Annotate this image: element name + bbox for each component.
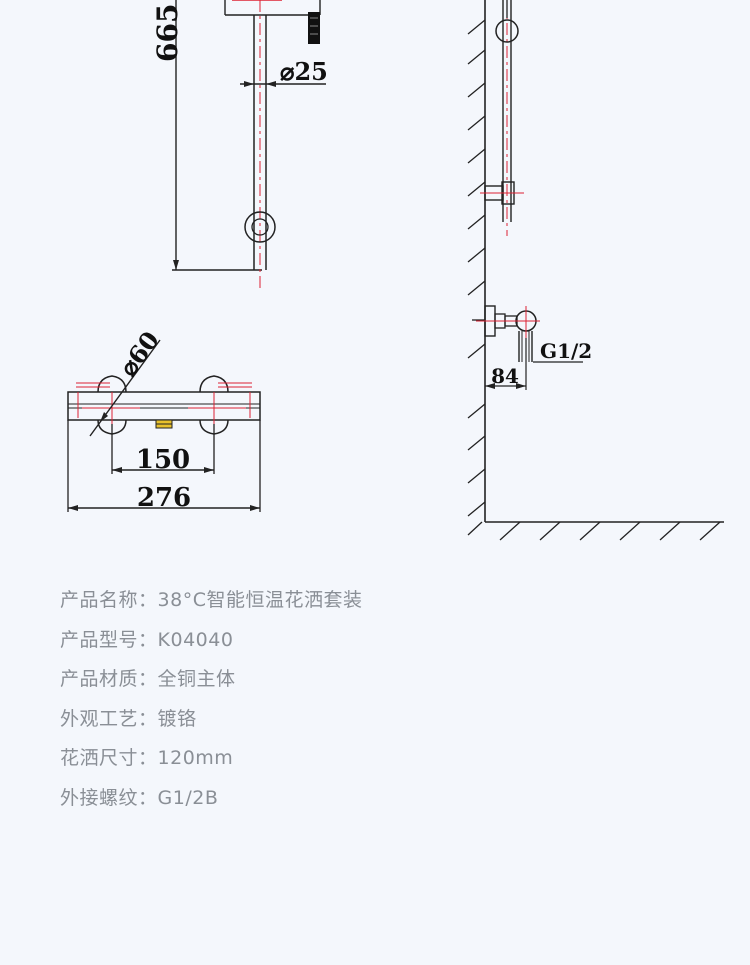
spec-value: 38°C智能恒温花洒套装 bbox=[157, 589, 363, 611]
spec-row: 产品型号：K04040 bbox=[60, 624, 362, 664]
spec-label: 产品名称： bbox=[60, 589, 158, 611]
technical-drawing: 665 ⌀25 bbox=[67, 0, 724, 541]
mixer-valve-view: ⌀60 150 276 bbox=[67, 326, 261, 513]
spec-label: 产品材质： bbox=[60, 668, 158, 691]
spec-value: K04040 bbox=[157, 628, 234, 651]
dim-spacing-150: 150 bbox=[136, 445, 190, 475]
spec-label: 外接螺纹： bbox=[60, 786, 158, 809]
riser-front-view: 665 ⌀25 bbox=[151, 0, 328, 292]
spec-row: 外接螺纹：G1/2B bbox=[60, 782, 362, 822]
spec-value: G1/2B bbox=[157, 786, 219, 809]
dim-thread-g12: G1/2 bbox=[540, 339, 592, 363]
spec-row: 产品名称：38°C智能恒温花洒套装 bbox=[60, 584, 362, 624]
spec-label: 外观工艺： bbox=[60, 707, 158, 730]
spec-row: 外观工艺：镀铬 bbox=[60, 703, 362, 743]
spec-row: 产品材质：全铜主体 bbox=[60, 663, 362, 703]
spec-value: 镀铬 bbox=[157, 707, 197, 730]
side-view: G1/2 84 bbox=[467, 0, 724, 541]
spec-value: 120mm bbox=[157, 747, 234, 770]
spec-label: 产品型号： bbox=[60, 628, 158, 651]
spec-row: 花洒尺寸：120mm bbox=[60, 742, 362, 782]
dim-depth-84: 84 bbox=[491, 364, 519, 388]
dim-665: 665 bbox=[151, 4, 184, 62]
dim-width-276: 276 bbox=[137, 483, 191, 513]
spec-label: 花洒尺寸： bbox=[60, 747, 158, 770]
dim-knob-diameter: ⌀60 bbox=[113, 326, 165, 382]
spec-value: 全铜主体 bbox=[157, 668, 236, 691]
dim-pipe-diameter: ⌀25 bbox=[280, 57, 328, 86]
